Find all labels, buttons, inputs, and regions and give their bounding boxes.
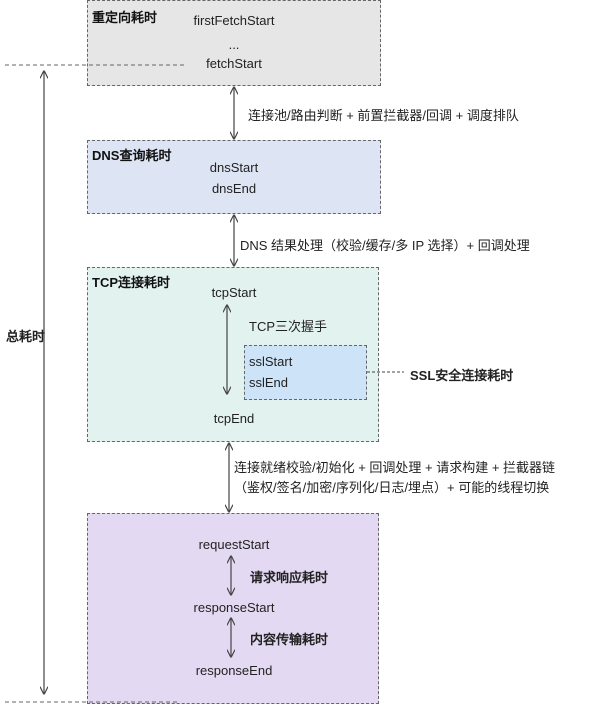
dns-box: DNS查询耗时 bbox=[87, 140, 381, 214]
total-label: 总耗时 bbox=[6, 329, 46, 344]
response-start-label: responseStart bbox=[193, 600, 275, 615]
redirect-title: 重定向耗时 bbox=[92, 10, 158, 25]
ssl-box bbox=[244, 345, 367, 400]
step3-note-line1: 连接就绪校验/初始化 + 回调处理 + 请求构建 + 拦截器链 bbox=[234, 460, 556, 475]
request-start-label: requestStart bbox=[198, 537, 270, 552]
tcp-title: TCP连接耗时 bbox=[92, 275, 171, 290]
response-end-label: responseEnd bbox=[195, 663, 273, 678]
tcp-handshake-label: TCP三次握手 bbox=[249, 319, 328, 334]
ssl-end-label: sslEnd bbox=[249, 375, 289, 390]
request-box bbox=[87, 513, 379, 704]
dns-title: DNS查询耗时 bbox=[92, 148, 172, 163]
tcp-end-label: tcpEnd bbox=[213, 411, 255, 426]
request-response-label: 请求响应耗时 bbox=[250, 570, 329, 585]
ssl-start-label: sslStart bbox=[249, 354, 293, 369]
first-fetch-start-label: firstFetchStart bbox=[193, 13, 275, 28]
redirect-box: 重定向耗时 bbox=[87, 0, 381, 86]
step3-note-line2: （鉴权/签名/加密/序列化/日志/埋点）+ 可能的线程切换 bbox=[234, 480, 550, 495]
fetch-start-label: fetchStart bbox=[206, 56, 262, 71]
ssl-label: SSL安全连接耗时 bbox=[410, 368, 514, 383]
step1-note: 连接池/路由判断 + 前置拦截器/回调 + 调度排队 bbox=[248, 108, 519, 123]
tcp-start-label: tcpStart bbox=[211, 285, 257, 300]
ellipsis-label: ... bbox=[228, 37, 240, 52]
step2-note: DNS 结果处理（校验/缓存/多 IP 选择）+ 回调处理 bbox=[240, 238, 530, 253]
content-transfer-label: 内容传输耗时 bbox=[250, 632, 329, 647]
dns-end-label: dnsEnd bbox=[211, 181, 257, 196]
dns-start-label: dnsStart bbox=[209, 160, 259, 175]
